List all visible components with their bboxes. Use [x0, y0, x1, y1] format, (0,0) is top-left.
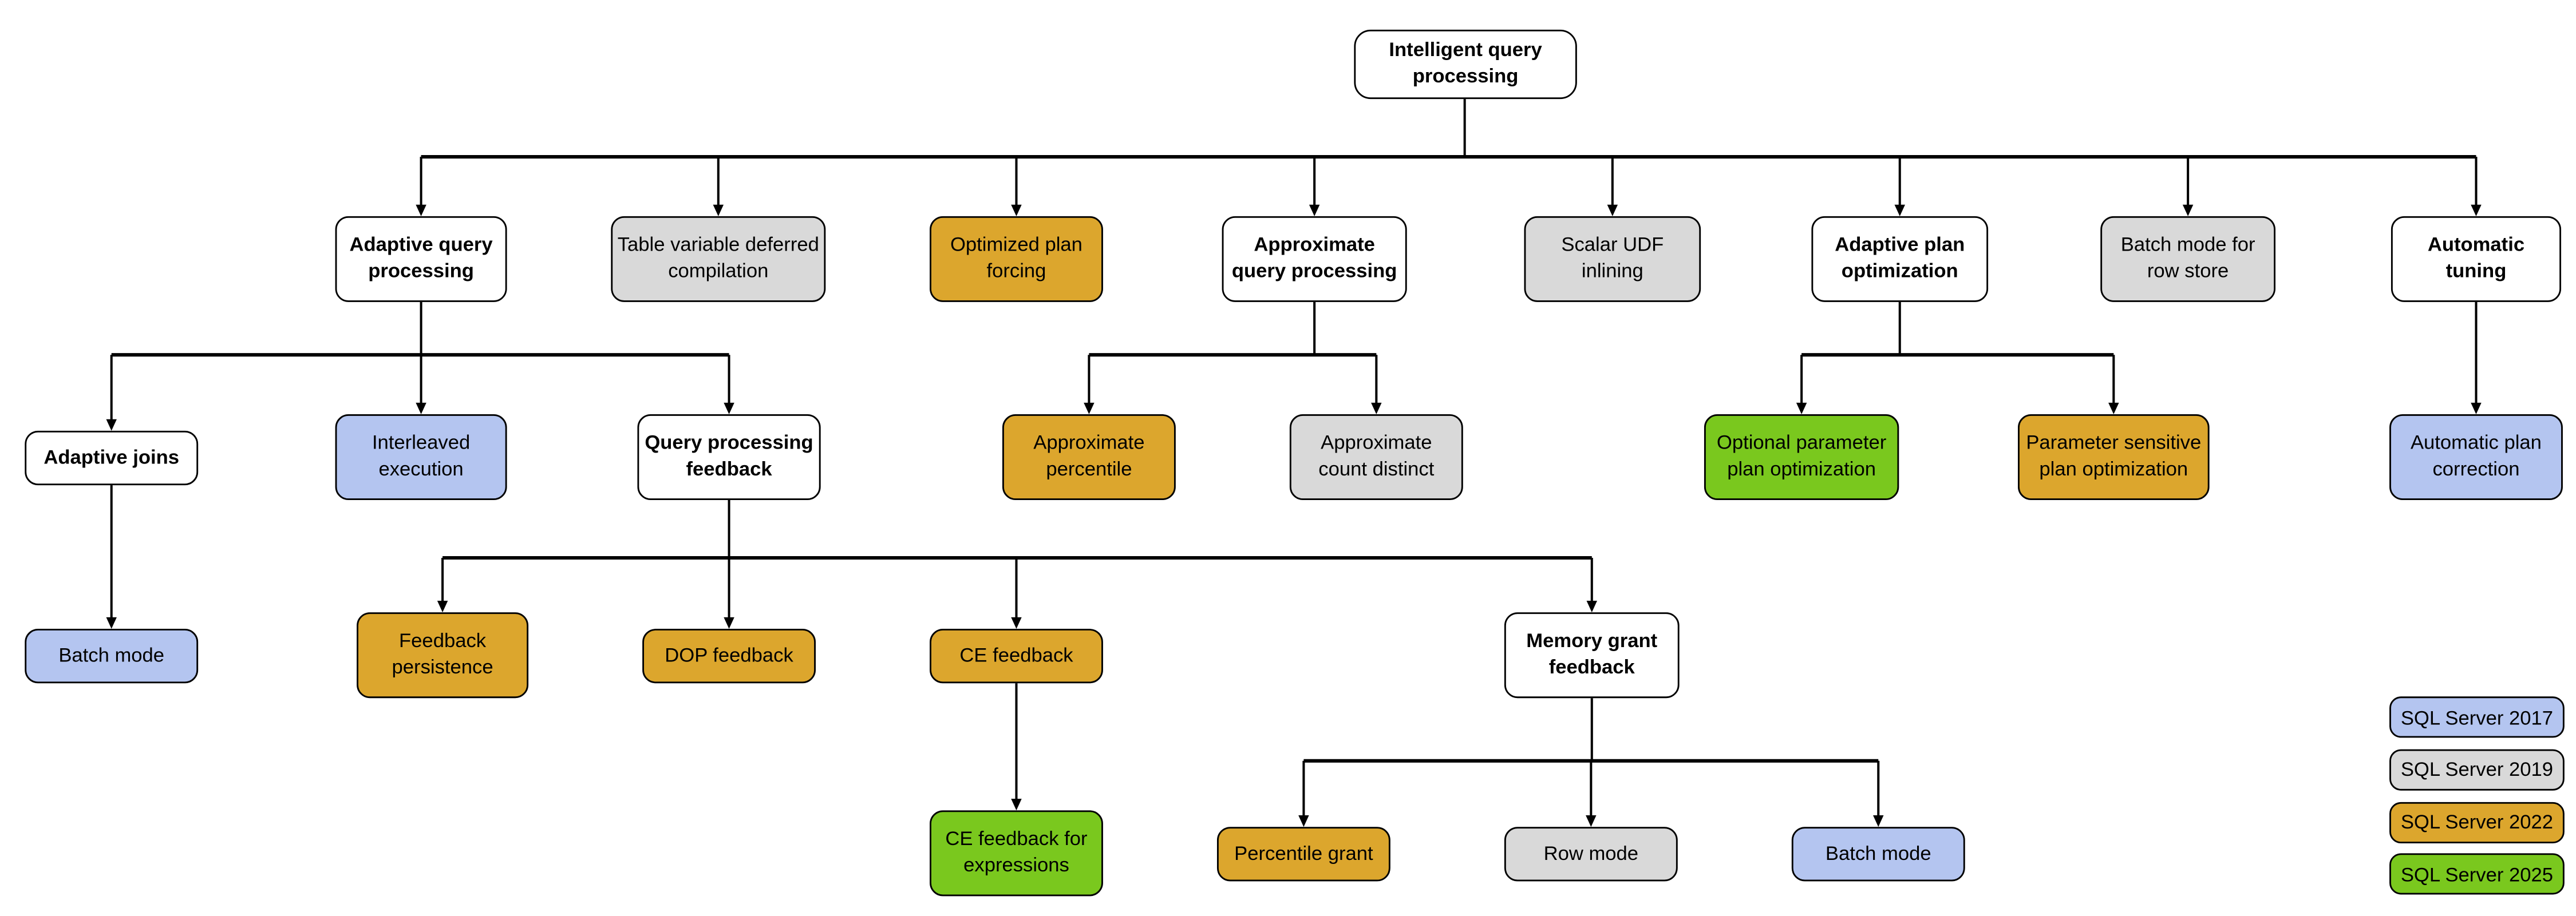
- node-scalar-udf-inlining: Scalar UDF inlining: [1524, 216, 1701, 302]
- node-ce-feedback: CE feedback: [930, 629, 1103, 684]
- node-interleaved-execution: Interleaved execution: [335, 414, 507, 501]
- node-ce-feedback-for-expressions: CE feedback for expressions: [930, 810, 1103, 897]
- node-table-variable-deferred-compilation: Table variable deferred compilation: [611, 216, 826, 302]
- node-parameter-sensitive-plan-optimization: Parameter sensitive plan optimization: [2018, 414, 2210, 501]
- node-approximate-count-distinct: Approximate count distinct: [1289, 414, 1463, 501]
- node-optional-parameter-plan-optimization: Optional parameter plan optimization: [1704, 414, 1899, 501]
- node-automatic-tuning: Automatic tuning: [2391, 216, 2562, 302]
- node-automatic-plan-correction: Automatic plan correction: [2389, 414, 2563, 501]
- node-intelligent-query-processing: Intelligent query processing: [1354, 29, 1577, 100]
- node-dop-feedback: DOP feedback: [642, 629, 816, 684]
- node-query-processing-feedback: Query processing feedback: [637, 414, 821, 501]
- node-adaptive-query-processing: Adaptive query processing: [335, 216, 507, 302]
- node-feedback-persistence: Feedback persistence: [357, 612, 529, 699]
- node-approximate-percentile: Approximate percentile: [1002, 414, 1176, 501]
- node-row-mode: Row mode: [1504, 827, 1678, 882]
- legend-sql-server-2025: SQL Server 2025: [2389, 853, 2565, 895]
- node-batch-mode-adaptive-joins: Batch mode: [25, 629, 199, 684]
- legend-sql-server-2022: SQL Server 2022: [2389, 801, 2565, 843]
- node-memory-grant-feedback: Memory grant feedback: [1504, 612, 1680, 699]
- legend-sql-server-2019: SQL Server 2019: [2389, 748, 2565, 790]
- node-batch-mode-memory-grant: Batch mode: [1791, 827, 1965, 882]
- node-optimized-plan-forcing: Optimized plan forcing: [930, 216, 1103, 302]
- node-adaptive-joins: Adaptive joins: [25, 430, 199, 486]
- node-batch-mode-for-row-store: Batch mode for row store: [2100, 216, 2276, 302]
- node-adaptive-plan-optimization: Adaptive plan optimization: [1811, 216, 1989, 302]
- legend-sql-server-2017: SQL Server 2017: [2389, 696, 2565, 738]
- node-approximate-query-processing: Approximate query processing: [1222, 216, 1407, 302]
- node-percentile-grant: Percentile grant: [1216, 827, 1390, 882]
